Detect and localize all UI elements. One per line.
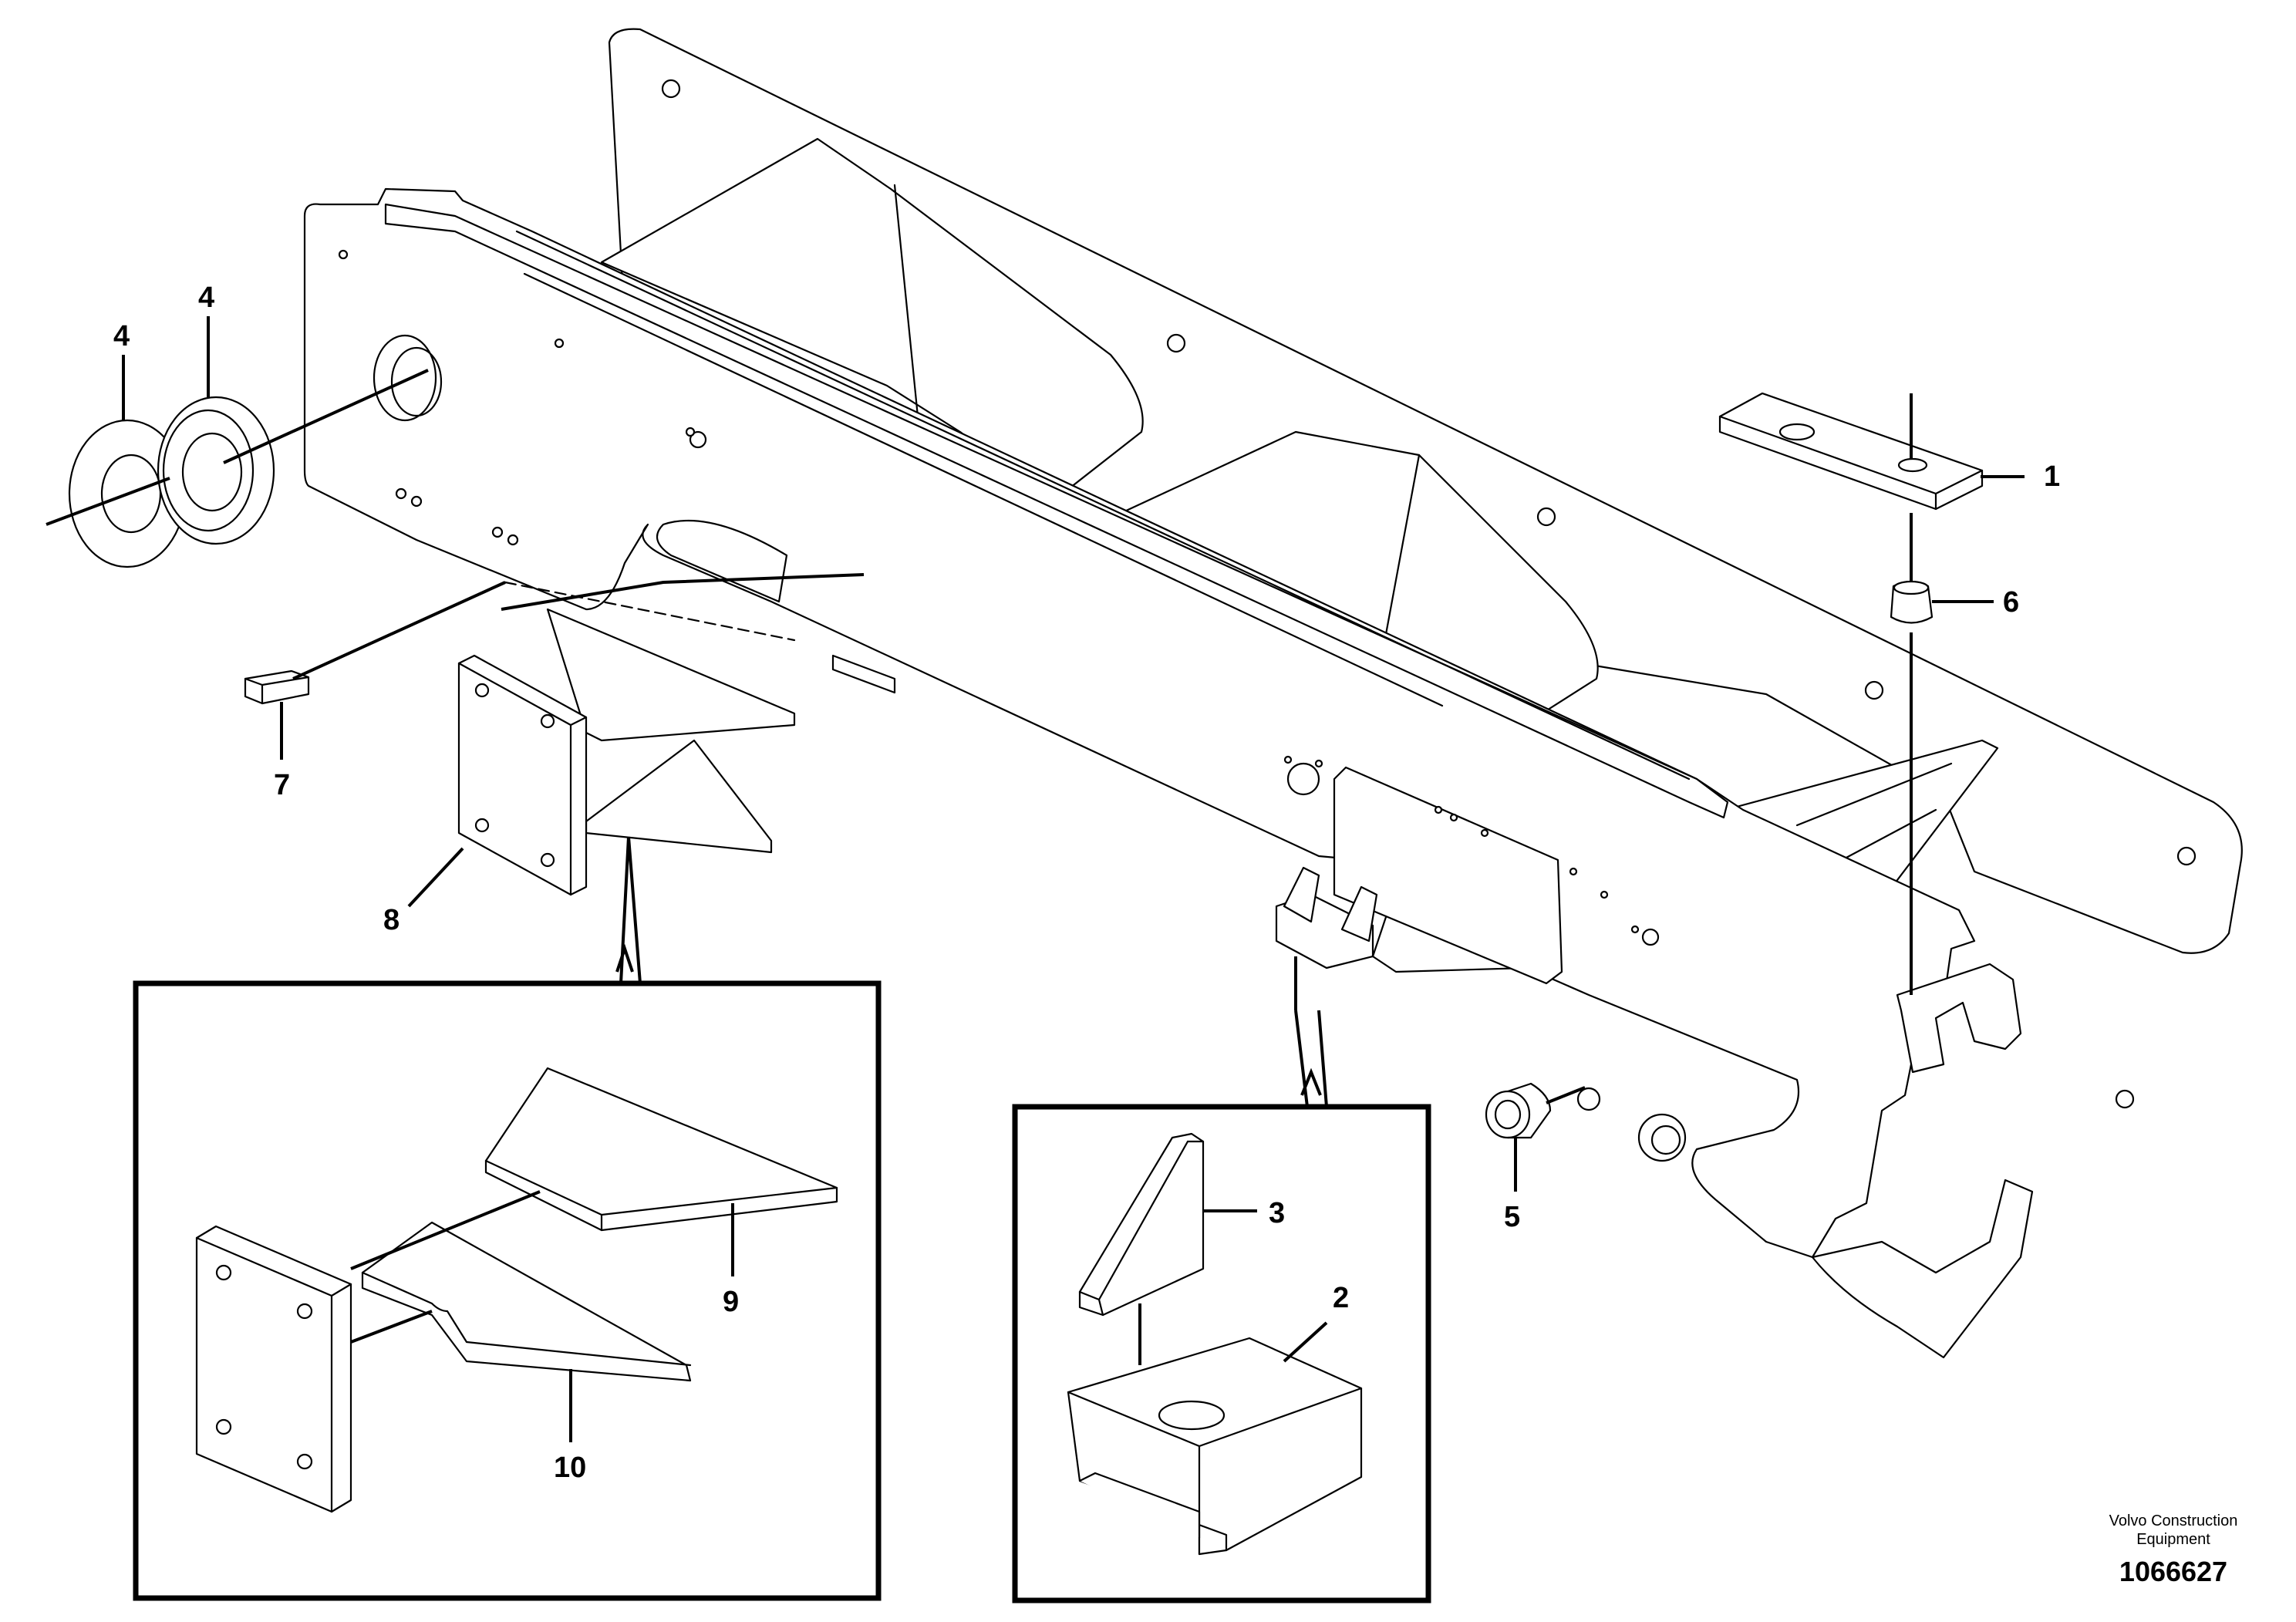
side-opening [1333, 766, 1563, 985]
hole [1286, 762, 1320, 796]
callout-2: 2 [1333, 1282, 1349, 1314]
callout-4b: 4 [198, 282, 214, 314]
document-number: 1066627 [2119, 1556, 2227, 1587]
tip-hook [1896, 963, 2022, 1074]
callout-3: 3 [1269, 1197, 1285, 1229]
inner-gusset-2 [1078, 430, 1599, 734]
boom-side-plate [303, 187, 1976, 1259]
boom-frame [303, 28, 2243, 1359]
part-8-assembly [407, 573, 865, 908]
rear-bore [373, 334, 437, 422]
part-7-pad [244, 581, 796, 760]
detail-box-left [133, 836, 882, 1601]
bracket-on-frame [1275, 866, 1378, 1010]
hole [2115, 1089, 2135, 1109]
small-holes [338, 249, 1640, 934]
lower-slot [656, 520, 788, 603]
slot [831, 654, 896, 694]
callout-9: 9 [723, 1286, 739, 1318]
inner-gusset-1 [600, 137, 1144, 503]
hole [661, 79, 681, 99]
callout-8: 8 [383, 904, 400, 936]
boss [1637, 1113, 1687, 1162]
title-block: Volvo Construction Equipment 1066627 [2109, 1512, 2238, 1587]
part-1-plate [1718, 392, 2025, 511]
top-flange [384, 203, 1729, 819]
callout-6: 6 [2003, 586, 2019, 619]
callout-10: 10 [554, 1452, 586, 1484]
detail-box-right [1012, 1010, 1431, 1603]
hole [1576, 1087, 1601, 1111]
part-5-bushing [1485, 1082, 1586, 1192]
hole [1166, 333, 1186, 353]
part-4-washers [46, 316, 429, 568]
callout-4a: 4 [113, 320, 130, 352]
credit-line-1: Volvo Construction [2109, 1512, 2238, 1529]
callout-7: 7 [274, 769, 290, 801]
hole [2176, 846, 2197, 866]
hole [1864, 680, 1884, 700]
hole [1536, 507, 1556, 527]
hole [1641, 928, 1660, 946]
callout-5: 5 [1504, 1201, 1520, 1233]
part-6-pin [1890, 513, 1994, 995]
front-fork [1811, 1179, 2034, 1359]
hole [689, 430, 707, 449]
credit-line-2: Equipment [2136, 1531, 2210, 1548]
callout-labels: 1 2 3 4 4 5 6 7 8 9 10 [113, 282, 2060, 1484]
callout-1: 1 [2044, 460, 2060, 493]
